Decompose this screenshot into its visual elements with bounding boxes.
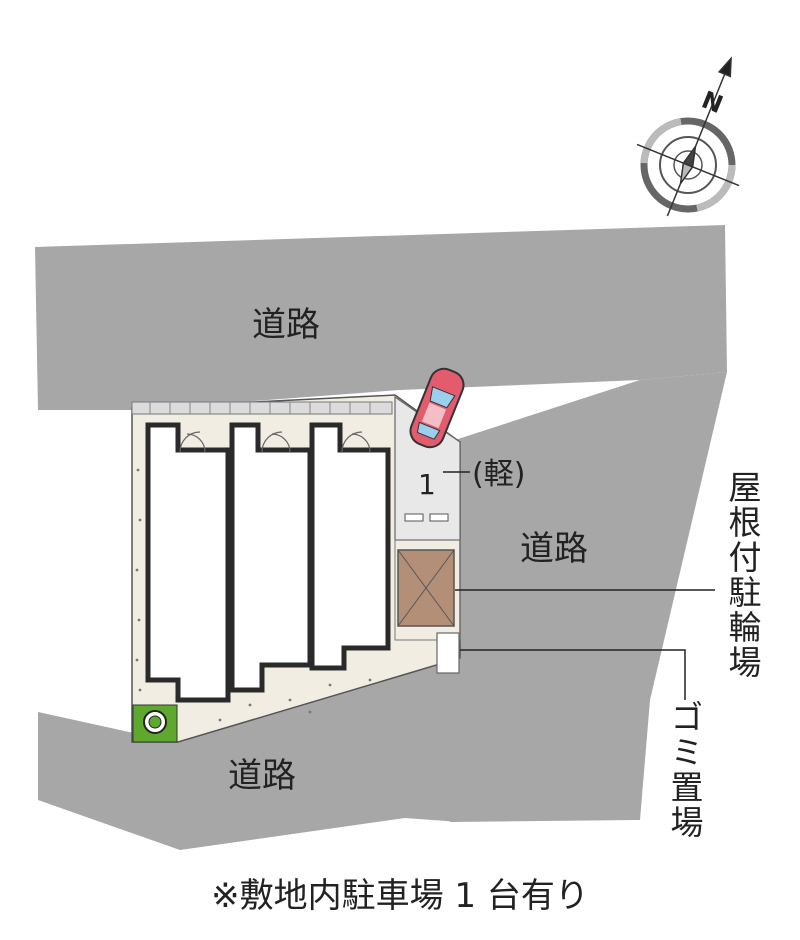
- compass-icon: [636, 56, 740, 217]
- leader-lines: [443, 471, 715, 700]
- car-stop-2: [429, 513, 449, 522]
- north-road-label: 道路: [252, 305, 320, 345]
- gravel-texture: [135, 468, 372, 722]
- building-unit-1: [145, 422, 231, 703]
- building: [145, 422, 391, 703]
- bicycle-parking-label: 屋根付駐輪場: [723, 470, 762, 680]
- garbage-area-box: [436, 632, 460, 674]
- fence: [131, 401, 393, 415]
- compass-north-letter: N: [698, 86, 727, 119]
- garbage-area-label: ゴミ置場: [665, 700, 704, 840]
- parking-space-number: 1: [418, 468, 436, 501]
- building-unit-3: [309, 422, 391, 671]
- north-road: [35, 225, 727, 410]
- south-road: [38, 660, 460, 850]
- entrance-doors: [179, 431, 371, 453]
- car-icon: [409, 367, 465, 449]
- east-road-label: 道路: [520, 529, 588, 569]
- building-unit-2: [229, 422, 313, 693]
- parking-space-type: (軽): [472, 457, 525, 492]
- south-road-label: 道路: [228, 756, 296, 796]
- east-road: [450, 372, 727, 822]
- car-stop-1: [404, 513, 424, 522]
- parking-note: ※敷地内駐車場 1 台有り: [211, 876, 589, 916]
